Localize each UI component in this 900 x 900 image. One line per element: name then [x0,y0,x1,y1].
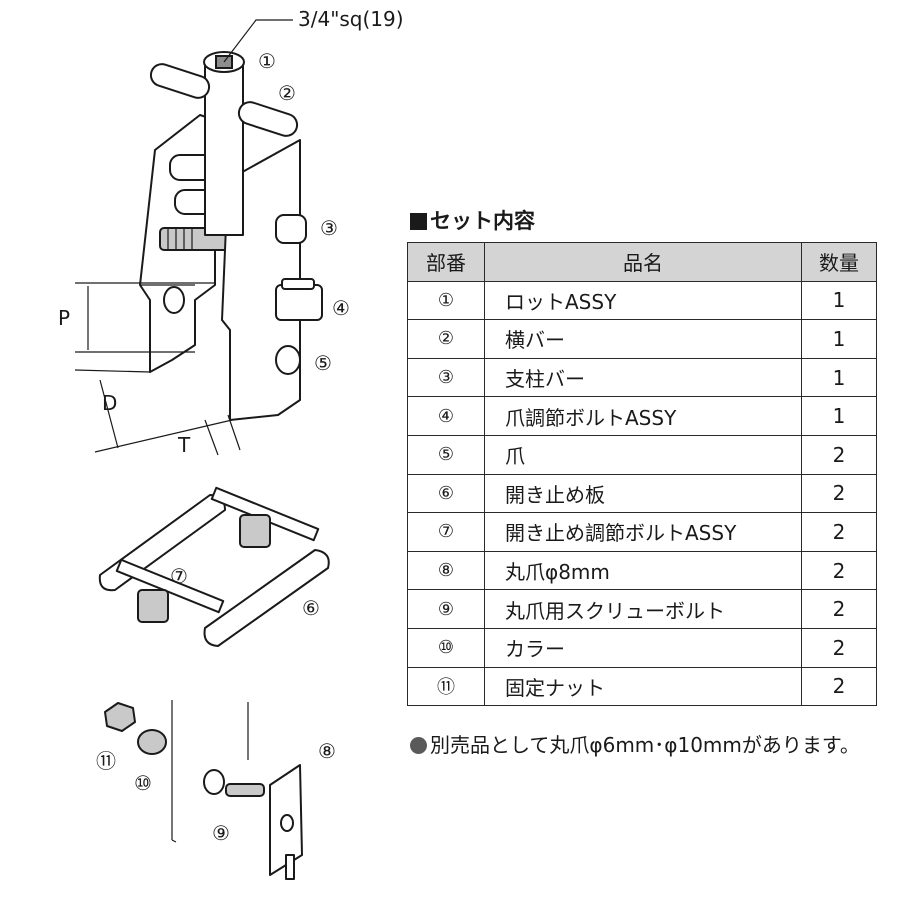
screw-bolt [225,783,265,797]
part-number: ① [407,280,485,321]
collar [137,729,167,755]
part-number: ⑧ [407,550,485,591]
column-header: 数量 [801,242,877,282]
part-number: ⑦ [407,512,485,552]
part-name: 爪調節ボルトASSY [484,396,802,436]
part-number: ⑨ [407,589,485,629]
callout-3: ③ [320,216,338,240]
part-number: ⑥ [407,473,485,514]
part-qty: 1 [801,319,877,359]
callout-10: ⑩ [134,771,152,795]
part-qty: 1 [801,396,877,436]
table-header-row: 部番 品名 数量 [407,242,877,282]
part-qty: 2 [801,627,877,668]
jaw-bolt-head [275,284,323,321]
plate-right [203,549,330,647]
callout-7: ⑦ [170,564,188,588]
part-number: ⑤ [407,434,485,475]
part-number: ③ [407,357,485,398]
part-qty: 2 [801,434,877,475]
callout-11: ⑪ [96,749,116,773]
part-qty: 2 [801,473,877,514]
callout-4: ④ [332,296,350,320]
part-name: ロットASSY [484,280,802,321]
part-qty: 2 [801,589,877,629]
part-qty: 2 [801,512,877,552]
callout-8: ⑧ [318,739,336,763]
part-qty: 1 [801,280,877,321]
set-contents-title: セット内容 [430,209,535,233]
part-name: 開き止め板 [484,473,802,514]
anti-open-plate-assembly [98,486,330,647]
adjust-bolt-nut [239,514,271,548]
note-text: 別売品として丸爪φ6mm･φ10mmがあります。 [430,733,860,757]
set-contents-heading: セット内容 [410,205,535,235]
bullet-icon [410,737,427,754]
socket-size-label: 3/4"sq(19) [298,7,404,31]
support-bar [275,214,307,244]
part-name: 開き止め調節ボルトASSY [484,512,802,552]
round-claw-assembly [104,700,303,880]
callouts: ① ② ③ ④ ⑤ ⑥ ⑦ ⑧ ⑨ ⑩ ⑪ [96,49,350,845]
callout-2: ② [278,81,296,105]
fixing-nut [104,702,136,732]
part-qty: 2 [801,550,877,591]
cross-bar [149,63,211,99]
column-header: 部番 [407,242,485,282]
part-number: ④ [407,396,485,436]
callout-9: ⑨ [212,821,230,845]
dim-d-label: D [102,391,117,415]
part-name: 爪 [484,434,802,475]
puller-assembly [74,51,323,456]
part-name: カラー [484,627,802,668]
part-name: 固定ナット [484,666,802,707]
part-number: ② [407,319,485,359]
callout-6: ⑥ [302,596,320,620]
dim-t-label: T [177,433,191,457]
part-qty: 2 [801,666,877,707]
part-name: 支柱バー [484,357,802,398]
rod-assy [204,59,244,236]
column-header: 品名 [484,242,802,282]
part-name: 丸爪φ8mm [484,550,802,591]
dim-p-label: P [58,306,70,330]
part-number: ⑩ [407,627,485,668]
part-name: 丸爪用スクリューボルト [484,589,802,629]
callout-5: ⑤ [314,351,332,375]
part-qty: 1 [801,357,877,398]
optional-parts-note: 別売品として丸爪φ6mm･φ10mmがあります。 [410,730,880,760]
part-number: ⑪ [407,666,485,707]
part-name: 横バー [484,319,802,359]
callout-1: ① [258,49,276,73]
